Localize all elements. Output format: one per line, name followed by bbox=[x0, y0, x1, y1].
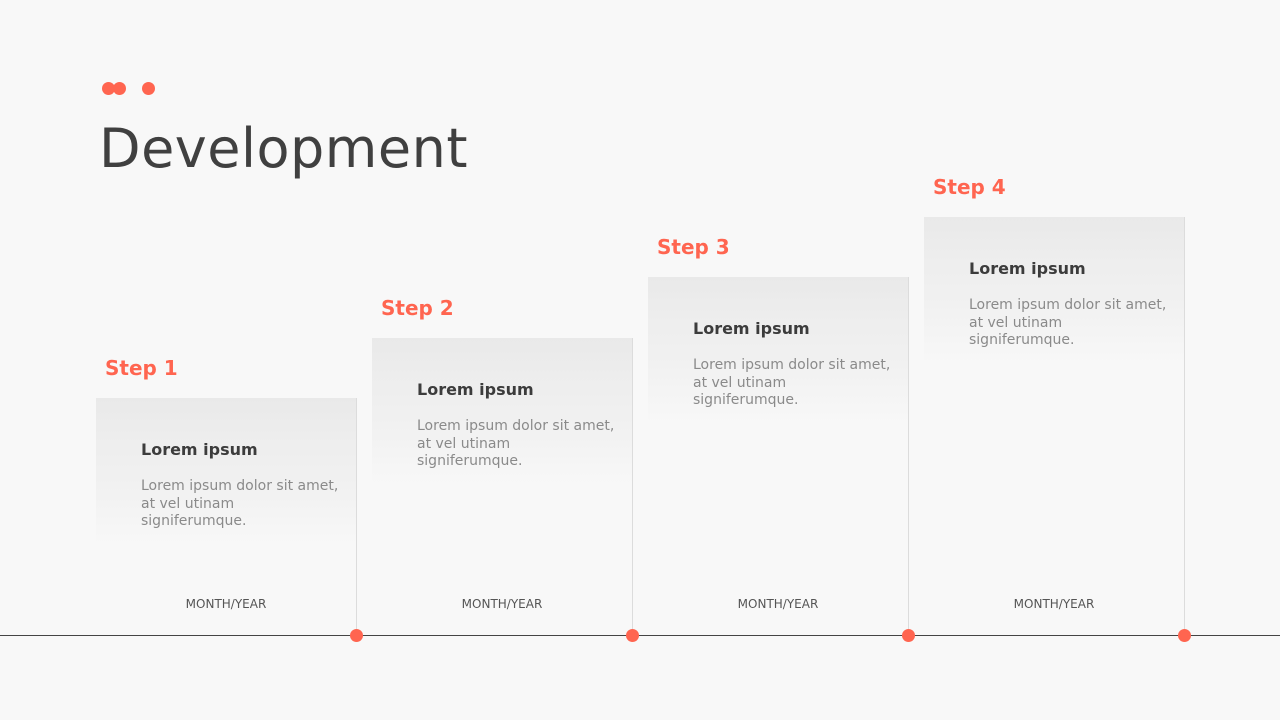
step-card: Lorem ipsum Lorem ipsum dolor sit amet, … bbox=[648, 277, 908, 425]
decorative-dots bbox=[102, 82, 162, 95]
dot-icon bbox=[113, 82, 126, 95]
step-card: Lorem ipsum Lorem ipsum dolor sit amet, … bbox=[96, 398, 356, 546]
step-card-body: Lorem ipsum dolor sit amet, at vel utina… bbox=[141, 478, 339, 529]
step-date: MONTH/YEAR bbox=[185, 597, 267, 611]
step-card: Lorem ipsum Lorem ipsum dolor sit amet, … bbox=[372, 338, 632, 486]
timeline-marker-icon bbox=[902, 629, 915, 642]
step-date: MONTH/YEAR bbox=[737, 597, 819, 611]
timeline-marker-icon bbox=[626, 629, 639, 642]
step-card-body: Lorem ipsum dolor sit amet, at vel utina… bbox=[417, 418, 615, 469]
step-date: MONTH/YEAR bbox=[1013, 597, 1095, 611]
step-card: Lorem ipsum Lorem ipsum dolor sit amet, … bbox=[924, 217, 1184, 365]
step-divider-line bbox=[356, 398, 357, 635]
timeline-marker-icon bbox=[1178, 629, 1191, 642]
step-card-title: Lorem ipsum bbox=[969, 259, 1086, 278]
step-divider-line bbox=[1184, 217, 1185, 635]
step-card-title: Lorem ipsum bbox=[141, 440, 258, 459]
step-label: Step 4 bbox=[933, 175, 1006, 199]
step-card-body: Lorem ipsum dolor sit amet, at vel utina… bbox=[969, 297, 1167, 348]
dot-icon bbox=[102, 82, 115, 95]
step-divider-line bbox=[632, 338, 633, 635]
step-card-body: Lorem ipsum dolor sit amet, at vel utina… bbox=[693, 357, 891, 408]
step-label: Step 3 bbox=[657, 235, 730, 259]
timeline-axis bbox=[0, 635, 1280, 636]
step-divider-line bbox=[908, 277, 909, 635]
page-title: Development bbox=[99, 117, 469, 180]
step-date: MONTH/YEAR bbox=[461, 597, 543, 611]
step-card-title: Lorem ipsum bbox=[693, 319, 810, 338]
step-label: Step 2 bbox=[381, 296, 454, 320]
step-label: Step 1 bbox=[105, 356, 178, 380]
timeline-marker-icon bbox=[350, 629, 363, 642]
dot-icon bbox=[142, 82, 155, 95]
step-card-title: Lorem ipsum bbox=[417, 380, 534, 399]
